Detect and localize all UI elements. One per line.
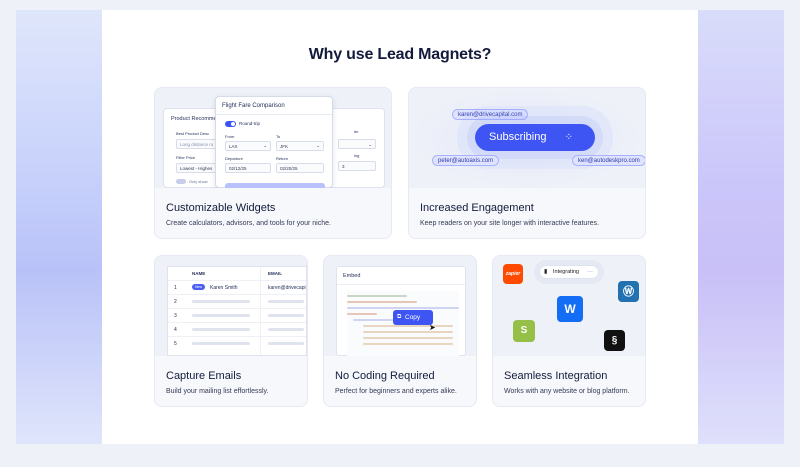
copy-icon: ⧉ <box>397 314 402 320</box>
emails-preview: NAME EMAIL 1 New Karen Smith karen@drive… <box>155 256 307 356</box>
shopify-logo: S <box>513 320 535 342</box>
table-row: 1 New Karen Smith karen@drivecapi <box>168 280 306 294</box>
departure-input[interactable]: 02/12/25 <box>225 163 271 173</box>
engagement-preview: karen@drivecapital.com Subscribing ⁘ pet… <box>409 88 645 188</box>
card-seamless-integration[interactable]: zapier ▮ Integrating ··· Ⓦ W S § Seamles… <box>492 255 646 407</box>
chevron-down-icon: ⌄ <box>263 143 267 148</box>
subscribing-button[interactable]: Subscribing ⁘ <box>475 124 595 151</box>
card-description: Create calculators, advisors, and tools … <box>166 220 331 227</box>
table-row: 2 <box>168 294 306 308</box>
wordpress-logo: Ⓦ <box>618 281 639 302</box>
contact-name: Karen Smith <box>210 285 238 291</box>
column-header-email: EMAIL <box>268 271 282 276</box>
column-header-name: NAME <box>192 271 206 276</box>
only-show-toggle[interactable] <box>176 179 186 184</box>
from-select[interactable]: LAX⌄ <box>225 141 271 151</box>
email-pill: peter@autoaxis.com <box>432 155 500 166</box>
card-capture-emails[interactable]: NAME EMAIL 1 New Karen Smith karen@drive… <box>154 255 308 407</box>
card-increased-engagement[interactable]: karen@drivecapital.com Subscribing ⁘ pet… <box>408 87 646 239</box>
filter-price-label: Filter Price <box>176 155 196 160</box>
right-gradient-band <box>698 10 784 444</box>
coding-preview: Embed ⧉ Copy ➤ <box>324 256 476 356</box>
zapier-logo: zapier <box>503 264 523 284</box>
flight-fare-title: Flight Fare Comparison <box>222 103 285 109</box>
return-label: Return <box>276 156 289 161</box>
section-heading: Why use Lead Magnets? <box>308 46 492 63</box>
to-select[interactable]: JFK⌄ <box>276 141 324 151</box>
secondary-widget-select[interactable]: ⌄ <box>338 139 376 149</box>
best-product-label: Best Product Desc <box>176 131 210 136</box>
plug-icon: ▮ <box>544 269 548 275</box>
widgets-preview: Product Recomme Best Product Desc Long d… <box>155 88 391 188</box>
card-description: Works with any website or blog platform. <box>504 388 630 395</box>
email-pill: karen@drivecapital.com <box>452 109 529 120</box>
round-trip-toggle[interactable] <box>225 121 236 127</box>
secondary-widget-input[interactable]: 3 <box>338 161 376 171</box>
secondary-widget-label: ler <box>354 129 359 134</box>
card-description: Perfect for beginners and experts alike. <box>335 388 457 395</box>
card-title: Seamless Integration <box>504 370 608 382</box>
table-row: 4 <box>168 322 306 336</box>
card-title: Customizable Widgets <box>166 202 276 214</box>
only-show-label: Only show <box>189 179 208 184</box>
loading-dots-icon: ··· <box>587 269 593 275</box>
left-gradient-band <box>16 10 102 444</box>
card-title: Increased Engagement <box>420 202 534 214</box>
from-label: From <box>225 134 235 139</box>
embed-label: Embed <box>343 273 361 279</box>
card-description: Build your mailing list effortlessly. <box>166 388 269 395</box>
contact-email: karen@drivecapi <box>268 285 306 291</box>
secondary-widget-label-2: ing <box>354 153 360 158</box>
product-recommender-title: Product Recomme <box>171 116 217 122</box>
integration-preview: zapier ▮ Integrating ··· Ⓦ W S § <box>493 256 645 356</box>
departure-label: Departure <box>225 156 243 161</box>
embed-panel: Embed ⧉ Copy ➤ <box>336 266 466 356</box>
spinner-icon: ⁘ <box>564 132 573 143</box>
card-no-coding-required[interactable]: Embed ⧉ Copy ➤ <box>323 255 477 407</box>
search-flights-button[interactable] <box>225 183 325 188</box>
flight-fare-widget: Flight Fare Comparison Round-trip From T… <box>215 96 333 188</box>
round-trip-label: Round-trip <box>239 121 261 126</box>
integrating-status: ▮ Integrating ··· <box>539 265 599 279</box>
status-badge: New <box>192 284 206 290</box>
secondary-widget: ler ⌄ ing 3 <box>327 108 385 188</box>
card-description: Keep readers on your site longer with in… <box>420 220 599 227</box>
card-title: No Coding Required <box>335 370 435 382</box>
copy-button[interactable]: ⧉ Copy <box>393 310 433 325</box>
cursor-icon: ➤ <box>429 323 436 332</box>
card-customizable-widgets[interactable]: Product Recomme Best Product Desc Long d… <box>154 87 392 239</box>
card-title: Capture Emails <box>166 370 242 382</box>
email-pill: ken@autodeskpro.com <box>572 155 645 166</box>
table-row: 3 <box>168 308 306 322</box>
table-row: 5 <box>168 336 306 350</box>
email-table: NAME EMAIL 1 New Karen Smith karen@drive… <box>167 266 307 356</box>
webflow-logo: W <box>557 296 583 322</box>
to-label: To <box>276 134 281 139</box>
squarespace-logo: § <box>604 330 625 351</box>
chevron-down-icon: ⌄ <box>316 143 320 148</box>
return-input[interactable]: 02/20/25 <box>276 163 324 173</box>
